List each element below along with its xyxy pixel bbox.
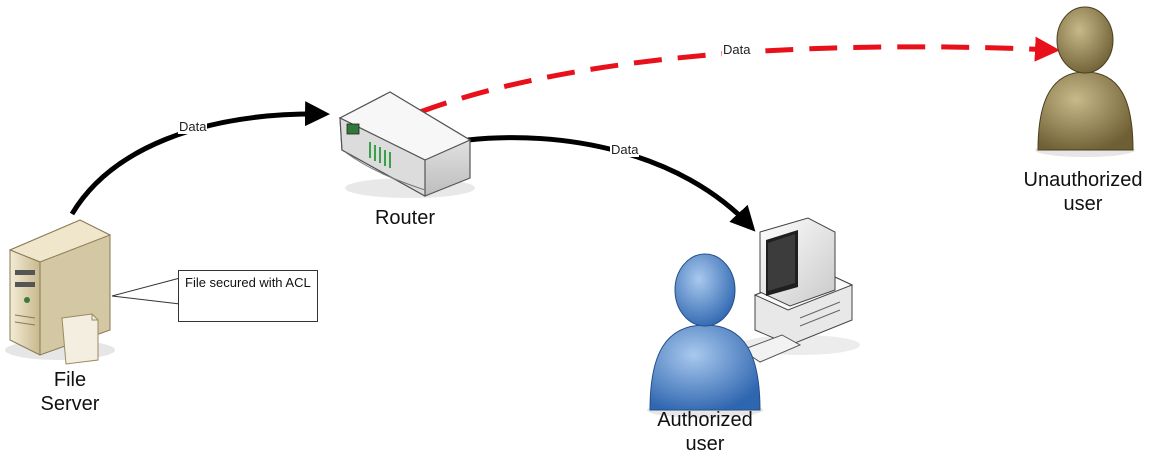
edge-label-server-router: Data: [178, 119, 208, 134]
file-server-label-line2: Server: [40, 393, 100, 415]
router-label: Router: [374, 207, 436, 229]
callout-pointer: [111, 277, 181, 305]
server-tower-icon: [5, 219, 115, 365]
authorized-user-icon: [647, 253, 763, 418]
file-server-label: File Server: [20, 368, 120, 416]
file-server-label-line1: File: [53, 369, 87, 391]
router-icon: [338, 91, 475, 198]
authorized-user-label: Authorized user: [630, 408, 780, 456]
unauthorized-user-label-line1: Unauthorized: [1023, 169, 1143, 191]
desktop-computer-icon: [740, 217, 860, 363]
unauthorized-user-icon: [1035, 6, 1135, 157]
edge-label-router-authorized: Data: [610, 142, 640, 157]
authorized-user-label-line2: user: [685, 433, 725, 455]
unauthorized-user-label-line2: user: [1063, 193, 1103, 215]
edge-server-to-router: [69, 101, 330, 216]
edge-router-to-unauthorized: [419, 36, 1060, 115]
unauthorized-user-label: Unauthorized user: [1008, 168, 1158, 216]
acl-callout: File secured with ACL: [178, 270, 318, 322]
authorized-user-label-line1: Authorized: [657, 409, 753, 431]
edge-label-router-unauthorized: Data: [722, 42, 752, 57]
